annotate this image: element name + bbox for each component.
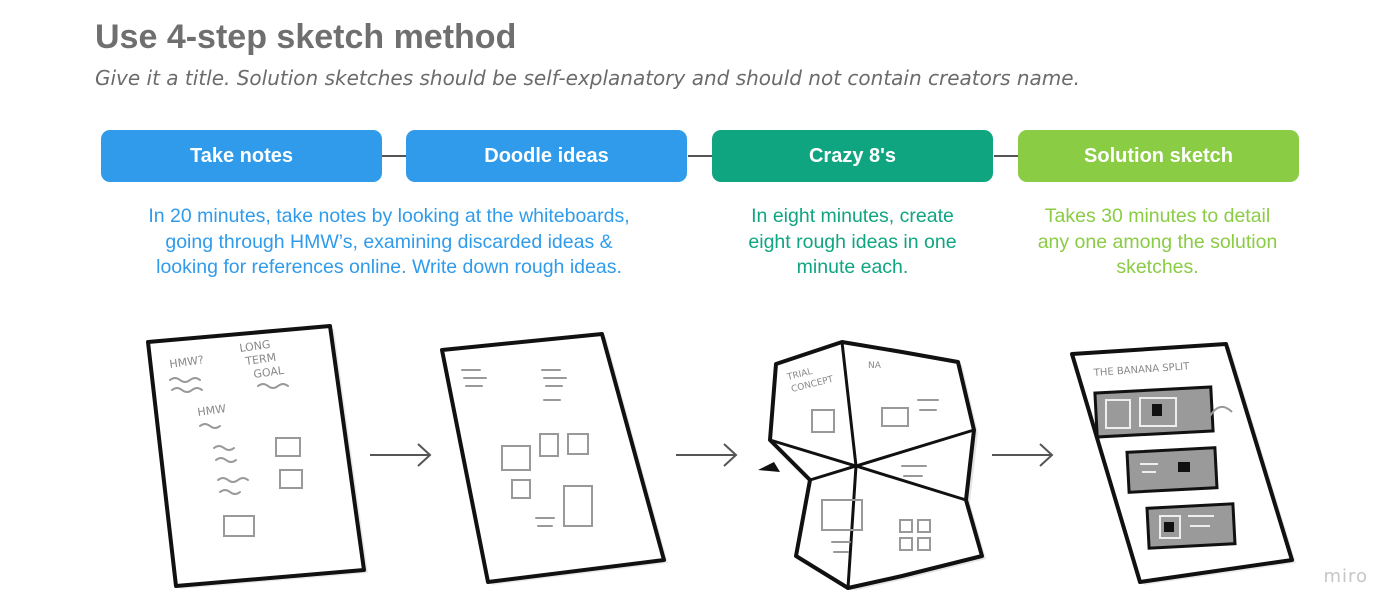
solution-sketch-illustration: THE BANANA SPLIT — [1070, 342, 1296, 585]
crazy8-label-right: NA — [868, 361, 882, 371]
doodle-sketch-illustration — [440, 332, 668, 585]
arrow-right-icon — [992, 443, 1054, 467]
step-take-notes[interactable]: Take notes — [101, 130, 382, 182]
miro-watermark: miro — [1323, 566, 1368, 587]
step-connector — [382, 155, 406, 157]
description-line: In eight minutes, create — [751, 205, 954, 227]
step-crazy-8s[interactable]: Crazy 8's — [712, 130, 993, 182]
arrow-right-icon — [676, 443, 738, 467]
crazy8-description: In eight minutes, create eight rough ide… — [712, 204, 993, 281]
page-title: Use 4-step sketch method — [95, 18, 517, 56]
description-line: Takes 30 minutes to detail — [1044, 205, 1271, 227]
hmw-label: HMW? — [169, 353, 205, 371]
goal-label-line3: GOAL — [253, 364, 286, 381]
crazy8-sketch-illustration: TRIAL CONCEPT NA — [758, 340, 986, 590]
description-line: looking for references online. Write dow… — [156, 256, 622, 278]
notes-sketch-illustration: HMW? LONG TERM GOAL HMW — [146, 324, 368, 589]
step-label: Solution sketch — [1084, 144, 1233, 167]
solution-description: Takes 30 minutes to detail any one among… — [1010, 204, 1305, 281]
goal-label-line2: TERM — [244, 351, 277, 368]
arrow-right-icon — [370, 443, 432, 467]
description-line: any one among the solution — [1037, 230, 1278, 253]
step-label: Take notes — [190, 144, 293, 167]
description-line: In 20 minutes, take notes by looking at … — [148, 205, 630, 227]
description-line: minute each. — [796, 256, 909, 278]
step-doodle-ideas[interactable]: Doodle ideas — [406, 130, 687, 182]
goal-label-line1: LONG — [239, 338, 272, 355]
step-label: Doodle ideas — [484, 144, 609, 167]
step-solution-sketch[interactable]: Solution sketch — [1018, 130, 1299, 182]
description-line: going through HMW’s, examining discarded… — [165, 230, 613, 253]
description-line: sketches. — [1116, 256, 1199, 278]
description-line: eight rough ideas in one — [748, 230, 957, 253]
notes-doodle-description: In 20 minutes, take notes by looking at … — [100, 204, 678, 281]
step-connector — [688, 155, 712, 157]
page-subtitle: Give it a title. Solution sketches shoul… — [95, 66, 1080, 90]
hmw2-label: HMW — [197, 402, 227, 419]
step-label: Crazy 8's — [808, 144, 897, 167]
step-connector — [994, 155, 1018, 157]
